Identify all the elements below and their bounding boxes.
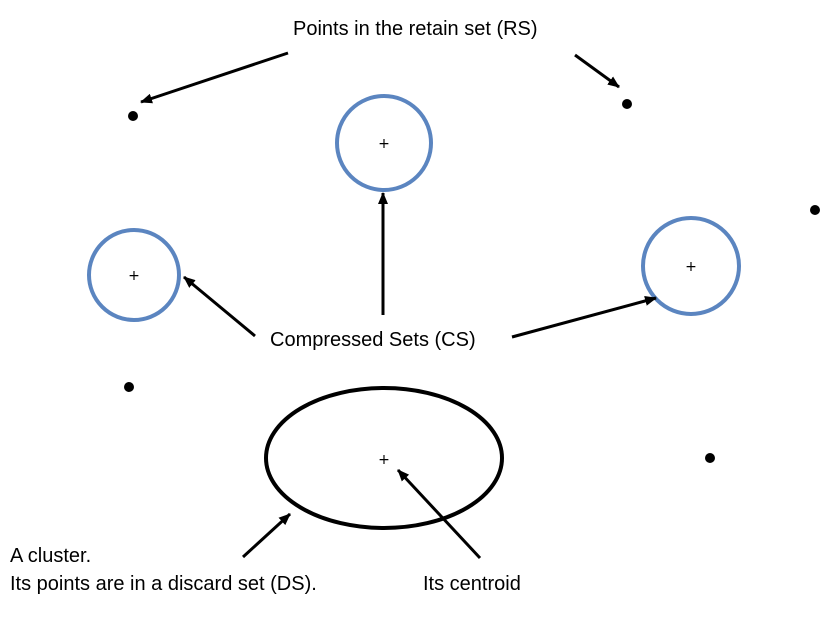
arrow-cs-left [183, 275, 256, 338]
retain-set-label: Points in the retain set (RS) [293, 18, 538, 40]
cs-circle-top [335, 94, 433, 192]
rs-point [622, 99, 632, 109]
centroid-marker: + [378, 136, 390, 152]
rs-point [810, 205, 820, 215]
cs-circle-right [641, 216, 741, 316]
arrow-rs-left [140, 51, 289, 104]
ds-cluster-ellipse [264, 386, 504, 530]
discard-set-label: Its points are in a discard set (DS). [10, 573, 317, 595]
compressed-sets-label: Compressed Sets (CS) [270, 329, 476, 351]
centroid-marker: + [378, 452, 390, 468]
centroid-marker: + [685, 259, 697, 275]
rs-point [124, 382, 134, 392]
rs-point [705, 453, 715, 463]
arrow-cluster [241, 512, 292, 559]
cs-circle-left [87, 228, 181, 322]
centroid-marker: + [128, 268, 140, 284]
centroid-label: Its centroid [423, 573, 521, 595]
arrow-rs-right [574, 53, 620, 89]
arrow-centroid [396, 468, 482, 560]
arrow-cs-right [511, 296, 657, 339]
cluster-label: A cluster. [10, 545, 92, 567]
rs-point [128, 111, 138, 121]
